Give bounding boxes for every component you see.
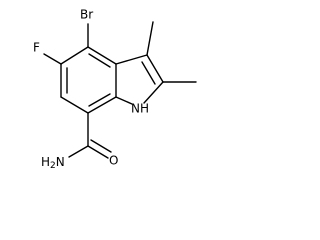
pyrrole-ring bbox=[115, 54, 164, 105]
bond-c2-n1 bbox=[143, 81, 164, 104]
bond-c3a-c3 bbox=[115, 54, 148, 65]
bond-c4-c3a bbox=[87, 46, 117, 65]
bond-c3-methyl bbox=[146, 21, 154, 56]
bond-carbonyl-o bbox=[87, 145, 109, 159]
atom-amide-nitrogen: H2N bbox=[41, 155, 65, 171]
bond-c7a-c7 bbox=[87, 96, 117, 114]
bond-c5-c4 bbox=[60, 46, 89, 65]
molecule-structure: Br F NH O H2N bbox=[33, 8, 197, 171]
amide-n: N bbox=[56, 155, 65, 169]
benzene-ring bbox=[60, 46, 117, 114]
atom-nitrogen-h: NH bbox=[131, 102, 149, 116]
atom-fluorine: F bbox=[33, 41, 40, 55]
bond-n1-c7a bbox=[115, 96, 133, 105]
amide-h: H bbox=[41, 155, 50, 169]
bond-c3-c2 bbox=[146, 54, 164, 83]
bond-carbonyl-n bbox=[68, 145, 89, 158]
bond-c3-c2-double bbox=[141, 61, 156, 85]
bond-c7a-c7-double bbox=[88, 93, 111, 107]
bond-c7-c6 bbox=[60, 96, 89, 114]
bond-c4-c3a-double bbox=[88, 53, 111, 68]
substituents bbox=[43, 21, 197, 159]
atom-bromine: Br bbox=[80, 8, 93, 22]
amide-subscript-2: 2 bbox=[50, 161, 56, 171]
bond-c5-f bbox=[43, 53, 62, 65]
bond-carbonyl-o-double bbox=[90, 139, 112, 153]
atom-oxygen: O bbox=[109, 154, 118, 168]
